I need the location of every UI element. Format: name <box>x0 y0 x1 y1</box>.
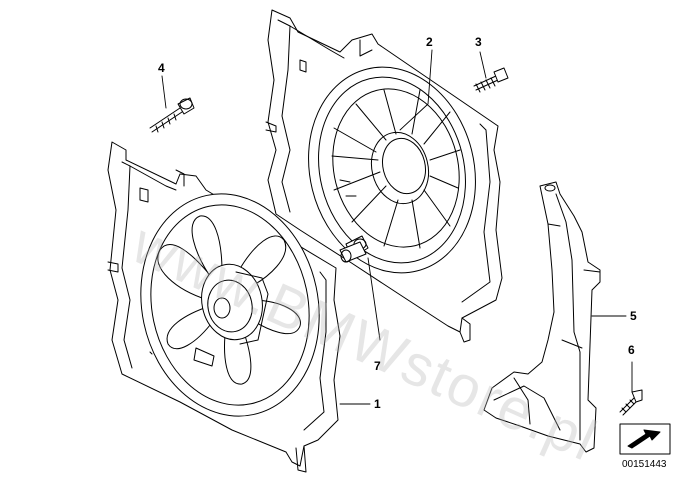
callout-2: 2 <box>426 35 433 49</box>
air-duct-bracket <box>483 181 601 453</box>
bolt-part-3 <box>473 67 509 93</box>
callout-3: 3 <box>475 35 482 49</box>
connector-part-7 <box>339 241 367 263</box>
diagram-number: 00151443 <box>622 459 667 470</box>
rear-fan-shroud <box>265 9 503 343</box>
callout-5: 5 <box>630 309 637 323</box>
arrow-box-icon <box>619 423 671 455</box>
front-fan-assembly <box>107 141 341 473</box>
callout-4: 4 <box>158 61 165 75</box>
leader-lines <box>161 49 633 405</box>
callout-7: 7 <box>374 359 381 373</box>
callout-6: 6 <box>628 343 635 357</box>
callout-1: 1 <box>374 397 381 411</box>
bolt-part-4 <box>149 97 195 133</box>
bolt-part-6 <box>619 389 643 416</box>
